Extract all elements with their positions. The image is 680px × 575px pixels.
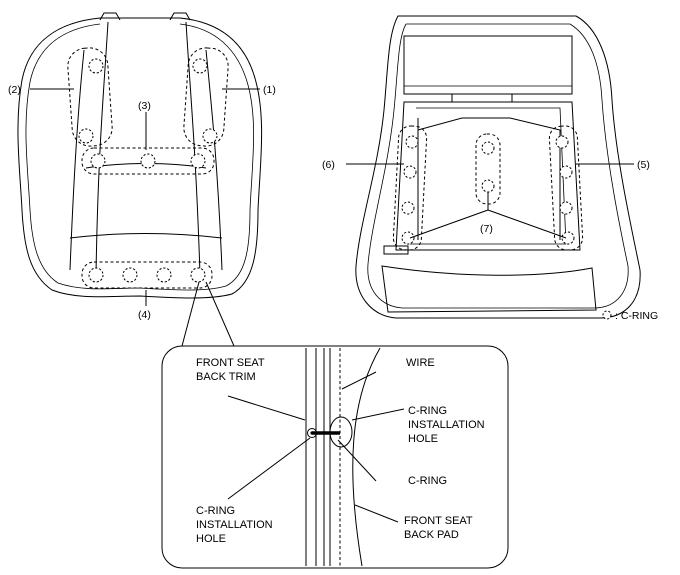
trim-outline xyxy=(17,17,263,299)
group-3-outline xyxy=(81,147,215,175)
leader-7-c xyxy=(487,209,567,239)
c-ring xyxy=(481,141,495,155)
label-cring-hole-left-2: INSTALLATION xyxy=(196,519,273,531)
pad-outline xyxy=(355,15,641,319)
group-5-outline xyxy=(548,125,584,251)
label-cring-hole-left-3: HOLE xyxy=(196,533,226,545)
pad-headrest xyxy=(403,35,573,95)
label-cring-hole-right-2: INSTALLATION xyxy=(408,419,485,431)
leader-hole-right xyxy=(351,408,405,421)
leader-hole-left xyxy=(227,437,311,500)
callout-5: (5) xyxy=(637,159,650,171)
seam-low-horizontal xyxy=(69,233,223,239)
c-ring xyxy=(88,58,104,74)
label-front-seat-back-trim-2: BACK TRIM xyxy=(196,371,256,383)
detail-frame xyxy=(161,345,509,569)
leader-7-a xyxy=(409,209,489,239)
group-6-outline xyxy=(392,125,428,251)
label-wire: WIRE xyxy=(406,357,435,369)
seam-right-outer xyxy=(205,49,223,271)
callout-1: (1) xyxy=(263,84,276,96)
callout-2: (2) xyxy=(8,84,21,96)
label-cring-hole-right-3: HOLE xyxy=(408,433,438,445)
c-ring xyxy=(90,153,106,169)
pad-bottom-roll xyxy=(381,265,597,313)
c-ring xyxy=(401,231,415,245)
c-ring xyxy=(192,58,208,74)
c-ring xyxy=(561,231,575,245)
callout-4: (4) xyxy=(138,309,151,321)
callout-7: (7) xyxy=(480,223,493,235)
label-front-seat-back-trim-1: FRONT SEAT xyxy=(196,357,265,369)
leader-cring xyxy=(337,439,377,482)
detail-view: FRONT SEAT BACK TRIM WIRE C-RING INSTALL… xyxy=(161,281,509,569)
detail-connector-right xyxy=(205,281,235,347)
seam-right-inner xyxy=(185,21,201,276)
seam-left-inner xyxy=(95,21,109,276)
callout-3: (3) xyxy=(138,100,151,112)
headrest-tab-left xyxy=(99,12,121,21)
pad-slot xyxy=(451,93,513,103)
trim-inner-outline xyxy=(25,23,255,291)
c-ring xyxy=(405,135,419,149)
pad-wire xyxy=(417,117,561,240)
legend-label: : C-RING xyxy=(615,310,658,322)
seat-back-trim-view: (2) (1) (3) (4) xyxy=(8,12,276,321)
label-front-seat-back-pad-1: FRONT SEAT xyxy=(404,515,473,527)
c-ring xyxy=(190,153,206,169)
c-ring xyxy=(78,128,94,144)
c-ring-hole-right xyxy=(329,416,353,448)
leader-trim xyxy=(227,395,306,421)
pad-panel xyxy=(395,101,581,251)
legend-c-ring-icon xyxy=(602,310,612,320)
callout-6: (6) xyxy=(322,159,335,171)
c-ring xyxy=(122,267,138,283)
group-1-outline xyxy=(183,47,229,147)
pad-inner-outline xyxy=(367,23,629,309)
c-ring xyxy=(403,165,417,179)
c-ring xyxy=(555,135,569,149)
c-ring xyxy=(559,201,573,215)
leader-pad xyxy=(354,504,399,523)
leader-wire xyxy=(341,371,377,390)
c-ring xyxy=(190,267,206,283)
label-front-seat-back-pad-2: BACK PAD xyxy=(404,529,459,541)
group-2-outline xyxy=(67,47,113,147)
label-cring-hole-right-1: C-RING xyxy=(408,405,447,417)
c-ring xyxy=(88,267,104,283)
c-ring xyxy=(156,267,172,283)
headrest-tab-right xyxy=(169,12,191,21)
label-cring: C-RING xyxy=(408,475,447,487)
seam-left-outer xyxy=(69,49,85,271)
c-ring xyxy=(140,153,156,169)
c-ring xyxy=(559,165,573,179)
c-ring xyxy=(401,201,415,215)
c-ring xyxy=(481,179,495,193)
seat-back-pad-view: (6) (5) (7) : C-RING xyxy=(322,15,658,322)
pad-edge-curve xyxy=(352,347,381,567)
group-4-outline xyxy=(81,261,213,289)
label-cring-hole-left-1: C-RING xyxy=(196,505,235,517)
c-ring xyxy=(202,128,218,144)
detail-connector-left xyxy=(181,281,200,347)
